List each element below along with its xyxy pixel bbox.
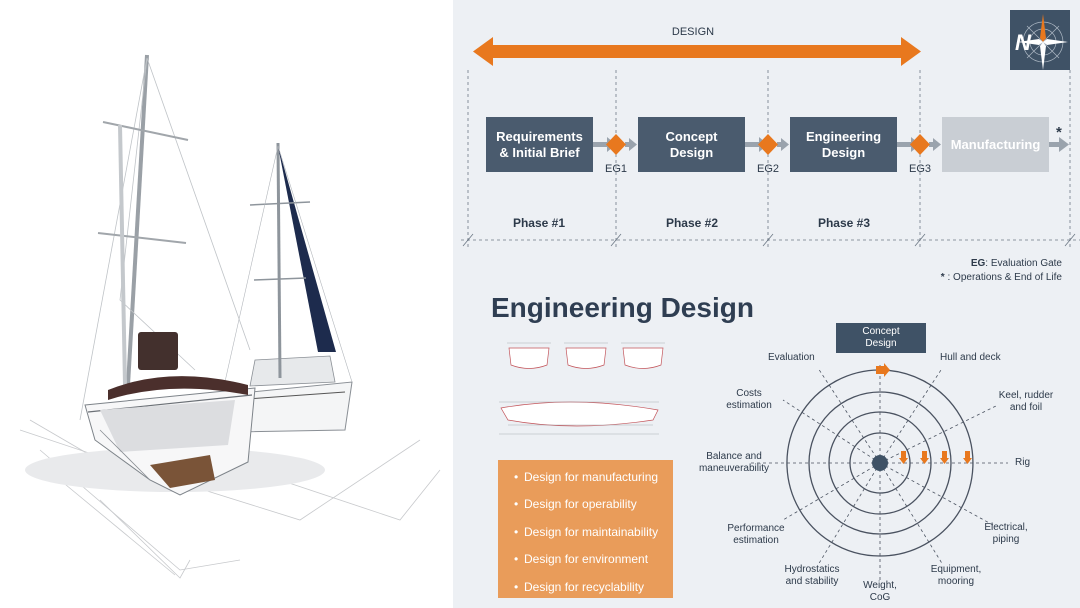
spoke-label-keel-rudder-foil: Keel, rudder and foil (998, 390, 1054, 413)
legend-eg: EG: Evaluation Gate (971, 258, 1062, 269)
design-for-item: •Design for manufacturing (514, 470, 659, 484)
spiral-start-concept-design: Concept Design (836, 323, 926, 353)
design-spiral (748, 363, 1008, 580)
process-diagram-svg (461, 37, 1080, 580)
design-process-panel: DESIGN Requirements & Initial Brief Conc… (453, 0, 1080, 608)
gate-label-1: EG1 (604, 163, 627, 175)
design-for-item: •Design for recyclability (514, 579, 645, 594)
design-span-label: DESIGN (671, 26, 715, 38)
spiral-center (872, 455, 888, 471)
stage-concept-design-label: Concept Design (665, 128, 718, 160)
design-span-arrow (473, 37, 921, 66)
compass-rose-logo-icon: N (1010, 10, 1070, 70)
back-sailboat (221, 142, 353, 433)
gate-diamond-3 (910, 134, 930, 155)
spoke-label-balance-maneuverability: Balance and maneuverability (698, 451, 770, 474)
phase-label-2: Phase #2 (665, 216, 719, 230)
phase-label-3: Phase #3 (817, 216, 871, 230)
stage-requirements-label: Requirements & Initial Brief (496, 128, 583, 160)
hull-dimension-lines (499, 342, 665, 435)
spiral-start-label: Concept Design (862, 326, 900, 349)
spoke-label-costs-estimation: Costs estimation (726, 388, 772, 411)
spoke-label-performance-estimation: Performance estimation (727, 523, 785, 546)
design-for-item: •Design for maintainability (514, 524, 659, 539)
stage-manufacturing: Manufacturing (942, 117, 1049, 172)
end-of-life-marker: * (1056, 124, 1062, 141)
stage-engineering-design: Engineering Design (790, 117, 897, 172)
legend-star: * : Operations & End of Life (941, 272, 1062, 283)
spoke-label-equipment-mooring: Equipment, mooring (930, 564, 982, 587)
legend-star-symbol: * (940, 272, 945, 283)
phase-baseline (461, 233, 1080, 247)
svg-text:N: N (1015, 30, 1032, 55)
gate-diamonds (606, 134, 930, 155)
spoke-label-weight-cog: Weight, CoG (863, 580, 897, 603)
gate-diamond-1 (606, 134, 626, 155)
stage-manufacturing-label: Manufacturing (950, 136, 1041, 152)
design-for-item: •Design for operability (514, 497, 637, 512)
spiral-spokes (748, 365, 1008, 580)
blueprint-lines (19, 419, 441, 579)
spoke-label-rig: Rig (1015, 457, 1031, 468)
spiral-rings (786, 369, 974, 557)
engineering-design-title: Engineering Design (491, 292, 754, 323)
hull-section-drawings (500, 347, 664, 427)
legend-eg-text: : Evaluation Gate (985, 258, 1062, 269)
compass-rose-logo-svg: N (1015, 14, 1068, 70)
sailboats-illustration-svg (19, 54, 441, 579)
gate-label-3: EG3 (908, 163, 931, 175)
sailboats-illustration (0, 0, 453, 608)
spiral-arrows (876, 363, 972, 464)
spoke-label-hydrostatics-stability: Hydrostatics and stability (784, 564, 840, 587)
stage-requirements: Requirements & Initial Brief (486, 117, 593, 172)
stage-engineering-design-label: Engineering Design (805, 128, 882, 160)
gate-diamond-2 (758, 134, 778, 155)
spoke-label-hull-and-deck: Hull and deck (940, 352, 1001, 363)
spoke-label-evaluation: Evaluation (768, 352, 815, 363)
design-for-list: •Design for manufacturing •Design for op… (498, 460, 673, 598)
stage-concept-design: Concept Design (638, 117, 745, 172)
phase-label-1: Phase #1 (512, 216, 566, 230)
spoke-label-electrical-piping: Electrical, piping (984, 522, 1028, 545)
front-sailboat (79, 54, 256, 496)
legend-eg-abbr: EG (970, 258, 986, 269)
design-for-item: •Design for environment (514, 552, 649, 567)
legend-star-text: : Operations & End of Life (944, 272, 1062, 283)
gate-label-2: EG2 (756, 163, 779, 175)
